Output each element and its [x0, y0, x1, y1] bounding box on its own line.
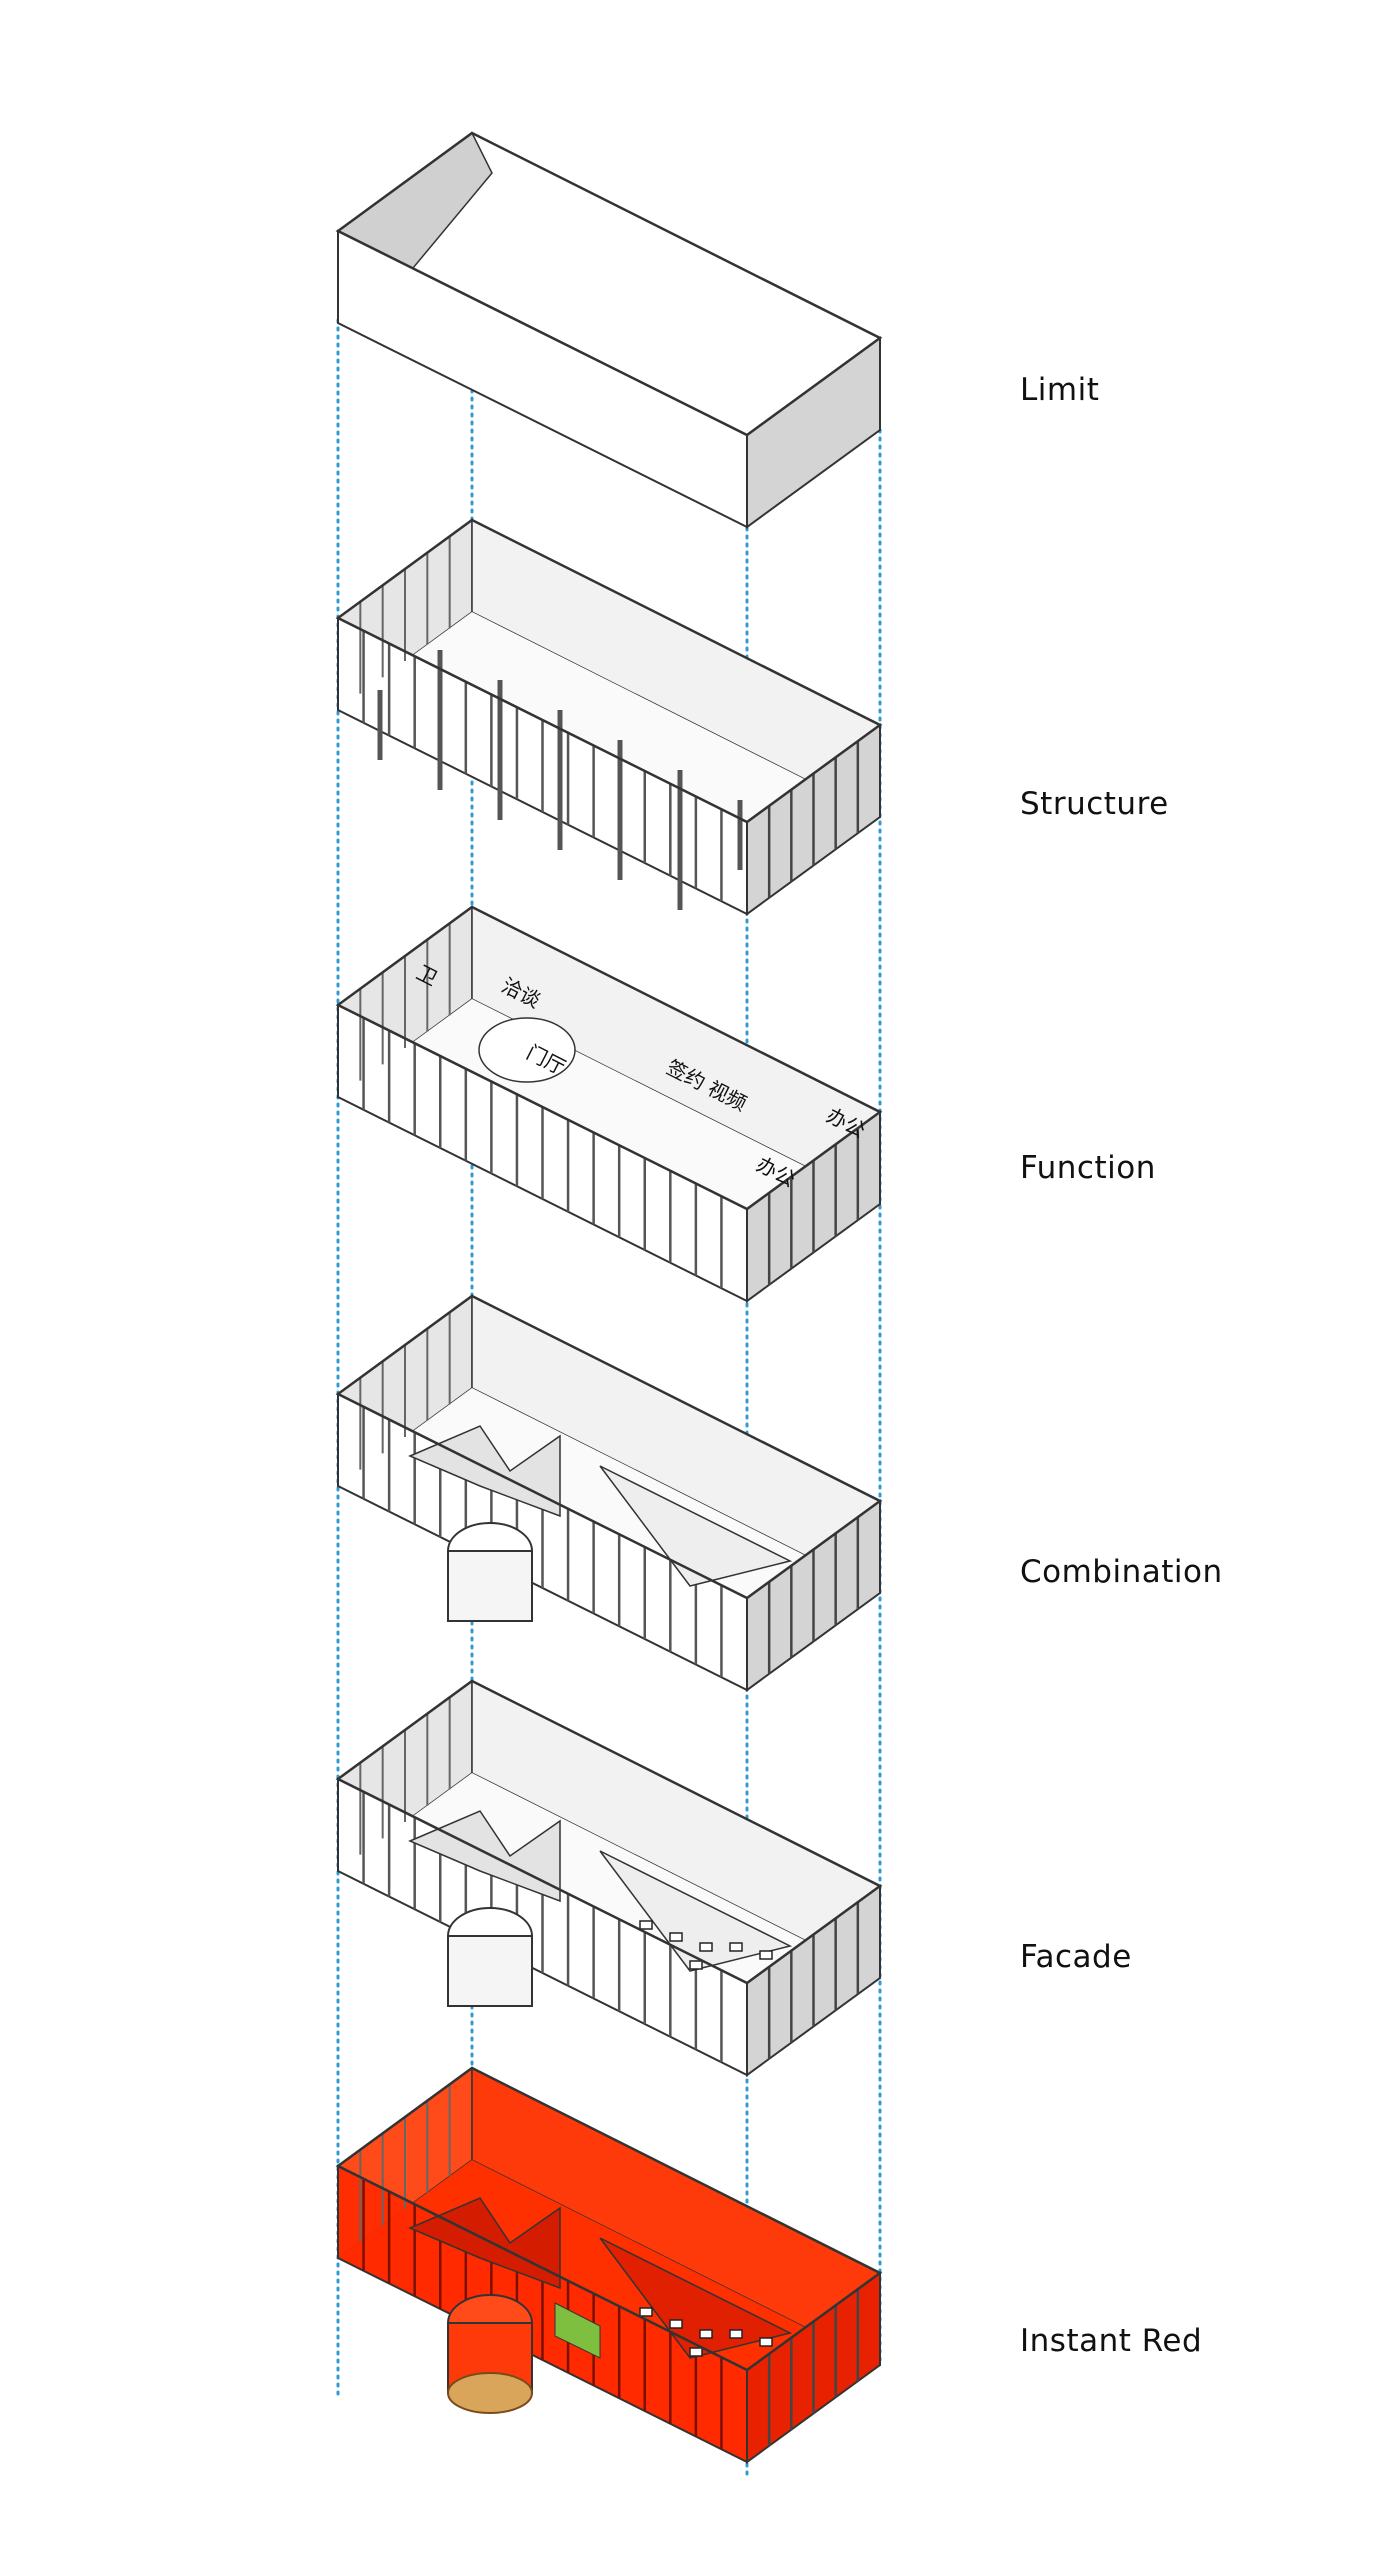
layer-structure: [335, 518, 883, 916]
window: [689, 1960, 703, 1970]
window: [639, 2307, 653, 2317]
window: [689, 2347, 703, 2357]
window: [699, 2329, 713, 2339]
top-outline: [335, 518, 883, 824]
layer-function: [335, 905, 883, 1303]
wood-floor: [447, 2372, 533, 2414]
layer-label-facade: Facade: [1020, 1939, 1132, 1975]
layer-label-combination: Combination: [1020, 1554, 1223, 1590]
round-entrance-wall: [447, 1550, 533, 1622]
window: [729, 1942, 743, 1952]
window: [669, 1932, 683, 1942]
round-entrance-wall: [447, 1935, 533, 2007]
layer-combination: [335, 1294, 883, 1692]
window: [699, 1942, 713, 1952]
top-outline: [335, 131, 883, 437]
window: [759, 2337, 773, 2347]
layer-label-limit: Limit: [1020, 372, 1100, 408]
layer-facade: [335, 1679, 883, 2077]
top-outline: [335, 1679, 883, 1985]
window: [639, 1920, 653, 1930]
layer-label-instant-red: Instant Red: [1020, 2323, 1203, 2359]
triangle-volume: [599, 2237, 793, 2359]
layer-limit: [335, 131, 883, 529]
green-panel: [554, 2302, 601, 2359]
top-outline: [335, 1294, 883, 1600]
top-outline: [335, 905, 883, 1211]
window: [669, 2319, 683, 2329]
layer-label-function: Function: [1020, 1150, 1156, 1186]
layer-red: [335, 2066, 883, 2464]
triangle-volume: [599, 1850, 793, 1972]
layer-label-structure: Structure: [1020, 786, 1169, 822]
lobby-disc: [478, 1017, 576, 1083]
window: [759, 1950, 773, 1960]
window: [729, 2329, 743, 2339]
top-outline: [335, 2066, 883, 2372]
triangle-volume: [599, 1465, 793, 1587]
